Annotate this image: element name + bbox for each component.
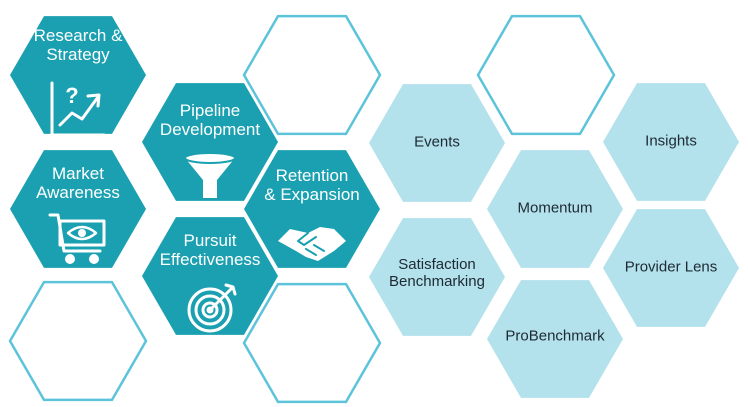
chart-question-icon: ? bbox=[50, 81, 106, 137]
hexagon-provider-lens bbox=[603, 209, 739, 327]
hexagon-empty-left bbox=[8, 280, 148, 402]
hexagon-empty-bottom bbox=[242, 282, 382, 404]
funnel-icon bbox=[184, 152, 236, 198]
target-icon bbox=[187, 283, 237, 333]
hexagon-empty-top bbox=[242, 14, 382, 136]
hex-cell-market bbox=[10, 150, 146, 268]
hex-cell-pipeline bbox=[142, 83, 278, 201]
hexagon-research bbox=[10, 16, 146, 134]
hex-cell-probenchmark bbox=[487, 280, 623, 398]
hex-cell-provider-lens bbox=[603, 209, 739, 327]
hex-cell-pursuit bbox=[142, 217, 278, 335]
hex-cell-retention bbox=[244, 150, 380, 268]
hexagon-events bbox=[369, 84, 505, 202]
hexagon-probenchmark bbox=[487, 280, 623, 398]
hexagon-pursuit bbox=[142, 217, 278, 335]
hexagon-empty-top-right bbox=[476, 14, 616, 136]
hex-cell-insights bbox=[603, 83, 739, 201]
hex-cell-empty-left bbox=[8, 280, 148, 402]
hex-cell-momentum bbox=[487, 150, 623, 268]
hexagon-pipeline bbox=[142, 83, 278, 201]
handshake-icon bbox=[278, 227, 346, 261]
hexagon-insights bbox=[603, 83, 739, 201]
hex-cell-events bbox=[369, 84, 505, 202]
hex-cell-empty-top bbox=[242, 14, 382, 136]
hexagon-market bbox=[10, 150, 146, 268]
svg-text:?: ? bbox=[65, 83, 78, 108]
hexagon-satisfaction bbox=[369, 218, 505, 336]
hexagon-retention bbox=[244, 150, 380, 268]
hex-cell-research: ? bbox=[10, 16, 146, 137]
hex-cell-empty-top-right bbox=[476, 14, 616, 136]
hex-cell-satisfaction bbox=[369, 218, 505, 336]
hex-cell-empty-bottom bbox=[242, 282, 382, 404]
cart-eye-icon bbox=[48, 213, 106, 264]
hexagon-momentum bbox=[487, 150, 623, 268]
